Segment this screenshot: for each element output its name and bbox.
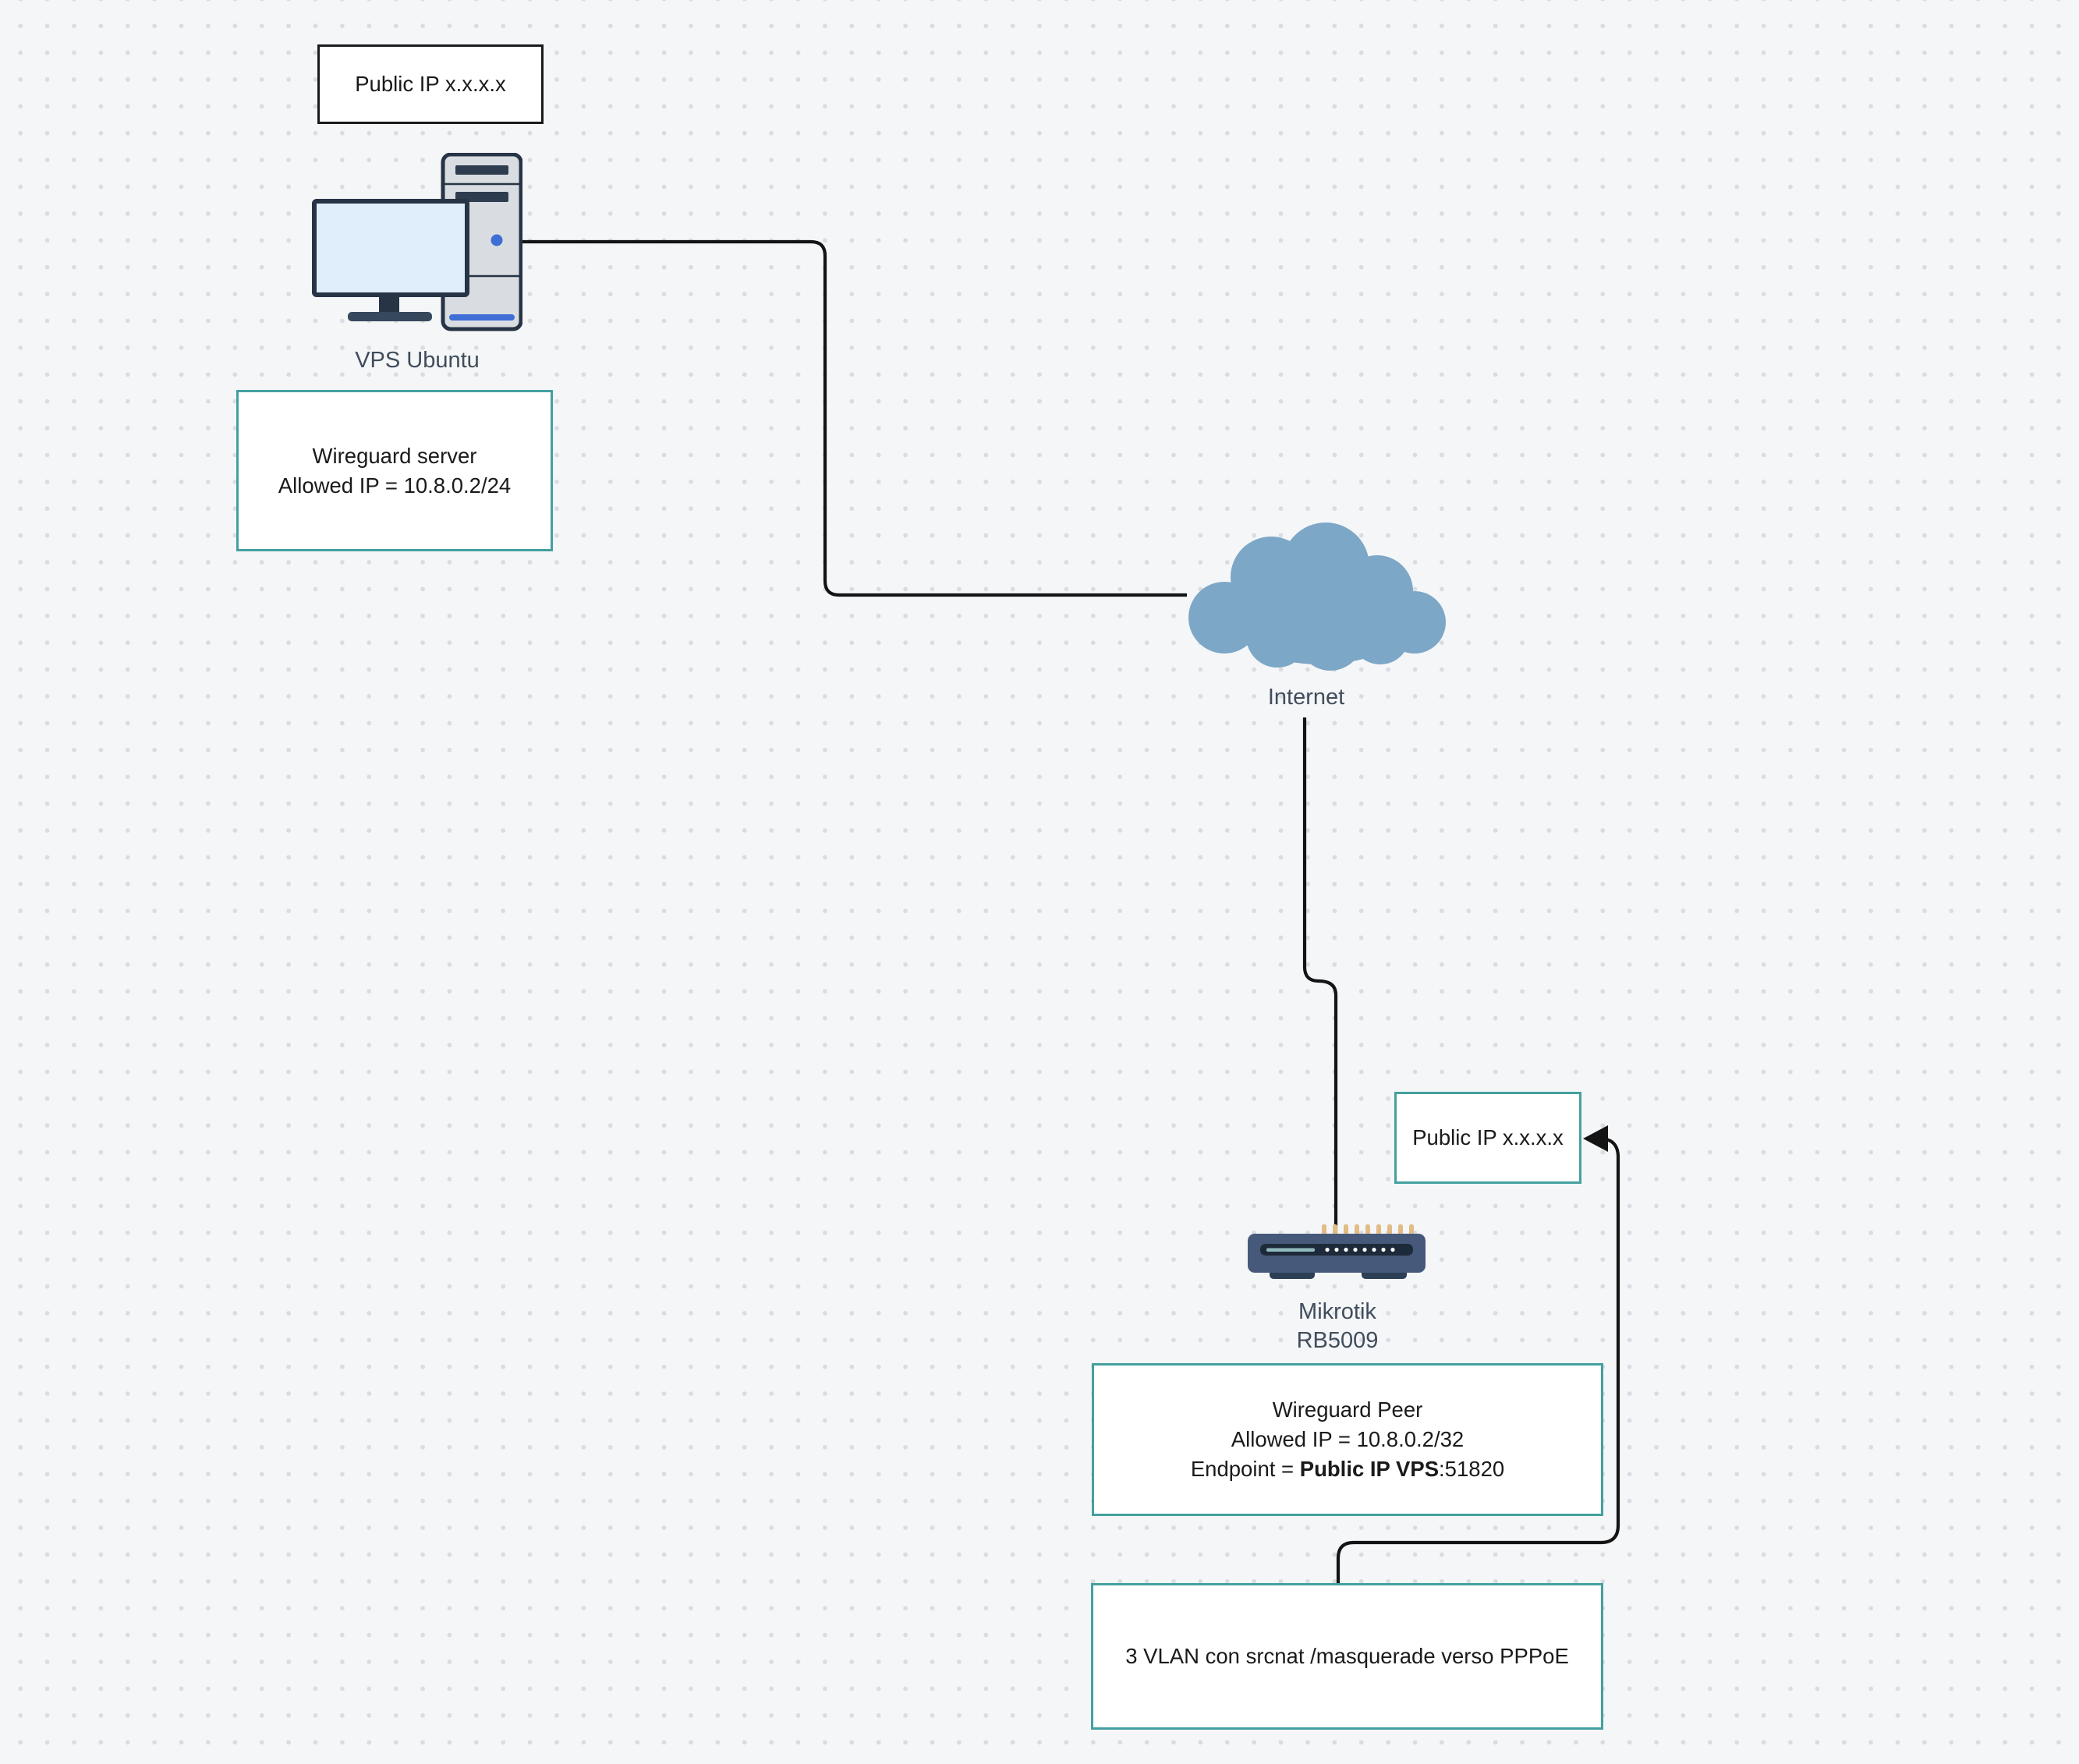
node-public-ip-vps-label: Public IP x.x.x.x	[355, 72, 506, 96]
node-public-ip-router[interactable]: Public IP x.x.x.x	[1394, 1092, 1581, 1184]
cloud-icon	[1188, 522, 1446, 671]
node-wireguard-server[interactable]: Wireguard server Allowed IP = 10.8.0.2/2…	[236, 390, 553, 551]
wireguard-peer-endpoint-bold: Public IP VPS	[1299, 1457, 1440, 1481]
mikrotik-node[interactable]	[1248, 1223, 1427, 1284]
node-vlan[interactable]: 3 VLAN con srcnat /masquerade verso PPPo…	[1091, 1583, 1603, 1730]
node-wireguard-peer[interactable]: Wireguard Peer Allowed IP = 10.8.0.2/32 …	[1092, 1363, 1603, 1516]
wireguard-peer-line2: Allowed IP = 10.8.0.2/32	[1231, 1427, 1465, 1451]
vps-node[interactable]	[312, 152, 523, 332]
internet-label: Internet	[1267, 685, 1345, 710]
edge-vps-to-internet[interactable]	[521, 239, 1187, 597]
internet-node[interactable]	[1184, 518, 1449, 671]
wireguard-peer-endpoint-prefix: Endpoint =	[1190, 1457, 1300, 1481]
mikrotik-label-line1: Mikrotik	[1298, 1299, 1376, 1324]
node-public-ip-router-label: Public IP x.x.x.x	[1412, 1125, 1564, 1149]
wireguard-server-line2: Allowed IP = 10.8.0.2/24	[278, 473, 512, 498]
desktop-computer-icon	[312, 152, 523, 331]
mikrotik-label: Mikrotik RB5009	[1251, 1298, 1424, 1355]
mikrotik-label-line2: RB5009	[1296, 1328, 1379, 1353]
edge-internet-to-mikrotik[interactable]	[1302, 717, 1338, 1236]
edge-vlan-to-public-ip[interactable]	[1336, 1136, 1620, 1583]
arrowhead-icon	[1583, 1125, 1608, 1152]
vlan-label: 3 VLAN con srcnat /masquerade verso PPPo…	[1125, 1644, 1569, 1668]
wireguard-server-line1: Wireguard server	[312, 443, 477, 468]
wireguard-peer-line3: Endpoint = Public IP VPS:51820	[1191, 1454, 1504, 1484]
wireguard-peer-endpoint-suffix: :51820	[1439, 1457, 1505, 1481]
vps-label: VPS Ubuntu	[355, 348, 480, 373]
node-public-ip-vps[interactable]: Public IP x.x.x.x	[317, 44, 544, 124]
router-icon	[1248, 1224, 1426, 1279]
wireguard-peer-line1: Wireguard Peer	[1272, 1397, 1423, 1422]
